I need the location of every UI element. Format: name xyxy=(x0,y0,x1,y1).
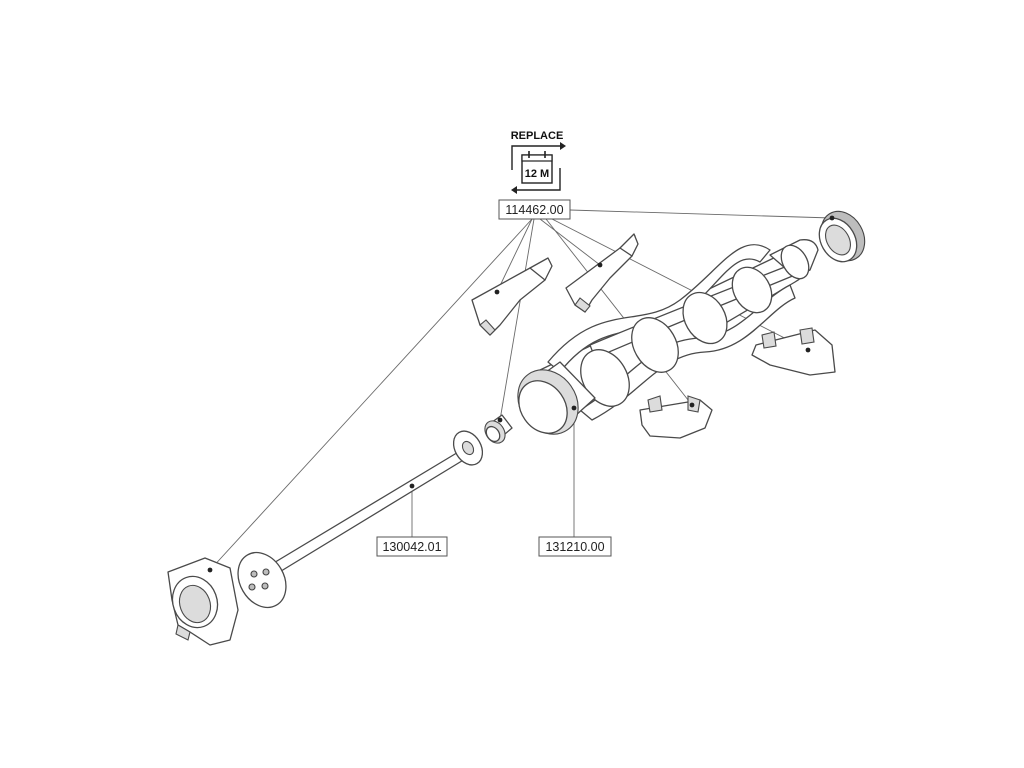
callout-top: 114462.00 xyxy=(498,199,571,220)
leader-to-clip-top xyxy=(539,218,601,266)
clip-left xyxy=(471,257,553,336)
seal-ring xyxy=(818,210,866,263)
callout-rod: 130042.01 xyxy=(376,536,448,557)
forward-arrow-icon xyxy=(511,142,566,170)
leader-to-clip-bottom xyxy=(545,218,693,406)
clip-right xyxy=(751,327,836,376)
helix-body xyxy=(517,239,819,435)
callout-body: 131210.00 xyxy=(538,536,612,557)
callout-rod-text: 130042.01 xyxy=(382,540,441,554)
leader-to-bushing xyxy=(499,218,535,421)
bushing xyxy=(484,414,513,444)
replace-interval-badge: REPLACE 12 M xyxy=(511,130,566,194)
replace-label: REPLACE xyxy=(511,130,564,142)
leader-lines xyxy=(209,209,833,571)
leader-dots xyxy=(207,215,835,573)
clip-top xyxy=(565,233,639,313)
clip-bottom xyxy=(639,395,713,439)
return-arrow-icon xyxy=(511,168,561,194)
callout-body-text: 131210.00 xyxy=(545,540,604,554)
replace-interval: 12 M xyxy=(525,168,549,180)
end-cap xyxy=(167,557,239,646)
leader-to-clip-left xyxy=(496,218,533,293)
leader-to-end-cap xyxy=(209,218,533,571)
leader-to-clip-right xyxy=(551,218,809,351)
callout-top-text: 114462.00 xyxy=(505,203,563,217)
leader-to-ring xyxy=(569,209,833,219)
calendar-icon: 12 M xyxy=(521,151,553,184)
rod-assembly xyxy=(237,430,484,609)
